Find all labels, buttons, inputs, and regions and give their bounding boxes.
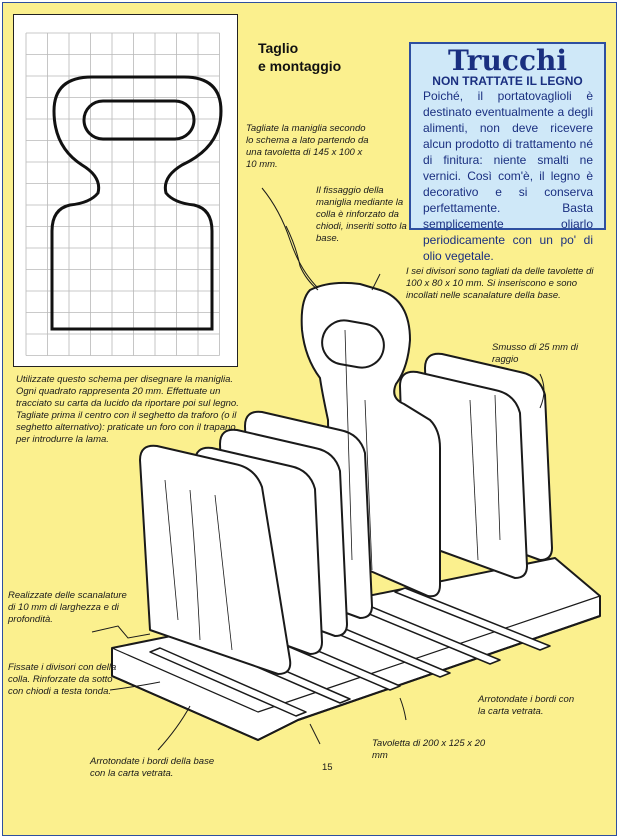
annotation-chamfer: Smusso di 25 mm di raggio bbox=[492, 342, 579, 365]
tips-title: Trucchi bbox=[448, 44, 567, 77]
grid-lines bbox=[25, 32, 220, 356]
annotation-board: Tavoletta di 200 x 125 x 20 mm bbox=[372, 738, 486, 761]
section-heading-line1: Taglio bbox=[258, 40, 299, 56]
section-heading-line2: e montaggio bbox=[258, 58, 342, 74]
annotation-handle-cut: Tagliate la maniglia secondo lo schema a… bbox=[246, 123, 369, 170]
tips-subtitle: NON TRATTATE IL LEGNO bbox=[432, 74, 583, 88]
nail-label: 15 bbox=[322, 762, 333, 773]
annotation-round-edges-right: Arrotondate i bordi con la carta vetrata… bbox=[478, 694, 575, 717]
annotation-dividers: I sei divisori sono tagliati da delle ta… bbox=[406, 266, 594, 301]
tips-box: Trucchi NON TRATTATE IL LEGNO Poiché, il… bbox=[409, 42, 606, 263]
handle-template-grid bbox=[13, 14, 238, 367]
annotation-template: Utilizzate questo schema per disegnare l… bbox=[16, 374, 239, 445]
annotation-grooves: Realizzate delle scanalature di 10 mm di… bbox=[8, 590, 127, 625]
annotation-fix-dividers: Fissate i divisori con della colla. Rinf… bbox=[8, 662, 117, 697]
handle-hole-outline bbox=[82, 99, 196, 141]
template-drawing bbox=[25, 32, 223, 356]
tips-body: Poiché, il portatovaglioli è destinato e… bbox=[423, 89, 593, 263]
handle-outline bbox=[50, 75, 223, 331]
annotation-round-edges-base: Arrotondate i bordi della base con la ca… bbox=[90, 756, 215, 779]
annotation-handle-fixing: Il fissaggio della maniglia mediante la … bbox=[316, 185, 407, 244]
